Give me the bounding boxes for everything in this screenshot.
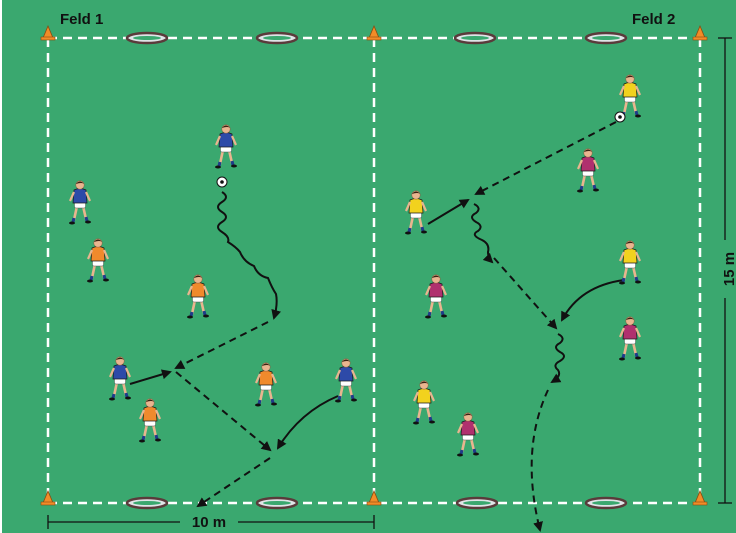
ring-marker-icon <box>127 33 167 43</box>
field-1-label: Feld 1 <box>60 11 103 28</box>
ring-marker-icon <box>127 498 167 508</box>
ring-marker-icon <box>586 498 626 508</box>
soccer-ball-icon <box>217 177 227 187</box>
ring-marker-icon <box>257 498 297 508</box>
soccer-ball-icon <box>615 112 625 122</box>
ring-marker-icon <box>457 498 497 508</box>
field-2-label: Feld 2 <box>632 11 675 28</box>
height-label: 15 m <box>721 252 736 286</box>
width-label: 10 m <box>192 514 226 531</box>
ring-marker-icon <box>257 33 297 43</box>
ring-marker-icon <box>455 33 495 43</box>
ring-marker-icon <box>586 33 626 43</box>
